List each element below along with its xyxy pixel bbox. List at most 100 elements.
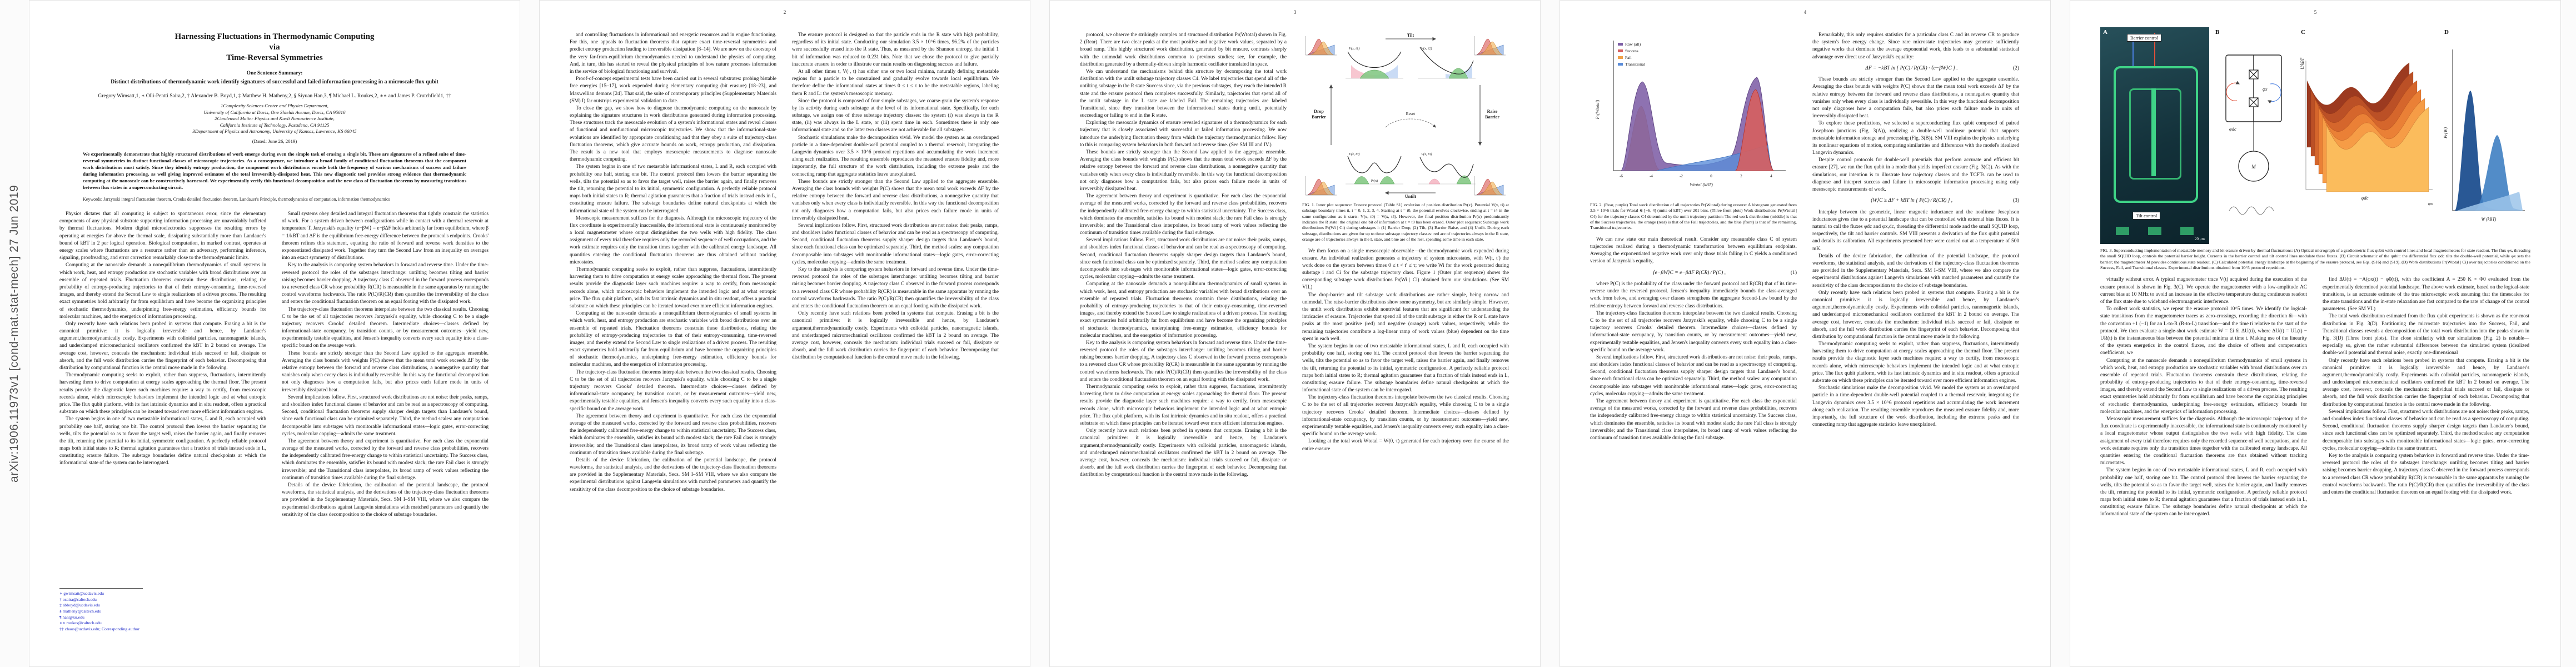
body-paragraph: Since the protocol is composed of four s… <box>792 98 999 133</box>
body-paragraph: The agreement between theory and experim… <box>570 413 776 456</box>
body-paragraph: Only recently have such relations been p… <box>1080 428 1287 478</box>
footnote-rule <box>59 588 143 589</box>
figure-2-work-distribution-plot: -6 -4 -2 0 2 4 Pr(Wtotal) Wtotal (kBT) <box>1595 41 1786 187</box>
pr-x-label: Pr(x) <box>1371 179 1378 183</box>
body-text-block: protocol, we observe the strikingly comp… <box>1080 32 1287 479</box>
x-axis-label: W (kBT) <box>2482 217 2497 222</box>
body-paragraph: Key to the analysis is comparing system … <box>282 262 489 305</box>
body-paragraph: Several implications follow. First, stru… <box>792 222 999 265</box>
body-paragraph: These bounds are strictly stronger than … <box>1812 77 2019 120</box>
body-paragraph: Looking at the total work Wtotal = W(0, … <box>1302 439 1509 452</box>
panel-letter-a: A <box>2103 29 2107 36</box>
footnote-email-link[interactable]: ∗∗ roukes@caltech.edu <box>59 620 102 626</box>
page5-column-right: find ΔU(t) = −A(φx(t) − φ0(t)), with the… <box>2323 276 2529 616</box>
magnetometer-label: M <box>2251 164 2256 170</box>
dated-line: (Dated: June 26, 2019) <box>252 138 297 144</box>
page-number: 3 <box>1293 9 1297 15</box>
body-paragraph: Despite control protocols for double-wel… <box>1812 157 2019 193</box>
success-distribution-curve <box>2475 135 2523 211</box>
bond-pad <box>2180 227 2194 235</box>
barrier-control-label: Barrier control <box>2127 34 2162 42</box>
potential-panel-barrier-raised: V(x, t3) <box>1418 152 1476 185</box>
svg-text:4: 4 <box>1770 174 1772 178</box>
fig3-panel-d-work-distributions: D Pr(W) W (kBT) <box>2442 27 2529 244</box>
drop-label-2: Barrier <box>1312 115 1326 120</box>
u-axis-label: U/kBT <box>2300 58 2305 69</box>
svg-text:2: 2 <box>1740 174 1742 178</box>
body-paragraph: Interplay between the geometric, linear … <box>1812 209 2019 252</box>
body-text-block: find ΔU(t) = −A(φx(t) − φ0(t)), with the… <box>2323 276 2529 496</box>
body-paragraph: 2Condensed Matter Physics and Kavli Nano… <box>215 116 335 122</box>
footnote-block: ∗ gwimsatt@ucdavis.edu† osaira@caltech.e… <box>59 584 266 632</box>
body-paragraph: The trajectory-class fluctuation theorem… <box>570 369 776 412</box>
readout-trace-squiggle <box>2229 206 2274 215</box>
body-paragraph: The system begins in one of two metastab… <box>59 416 266 466</box>
body-paragraph: Thermodynamic computing seeks to exploit… <box>59 372 266 415</box>
footnote-email-link[interactable]: ¶ han@ku.edu <box>59 614 84 620</box>
body-paragraph: virtually without error. A typical magne… <box>2100 277 2307 305</box>
body-text-block: These bounds are strictly stronger than … <box>1812 76 2019 193</box>
reset-arrow <box>1385 118 1436 128</box>
equation-2: ΔF = −kBT ln [ P(C) ⁄ R(CR) · ⟨e−βW⟩C ] … <box>1812 65 2019 72</box>
body-paragraph: Key to the analysis is comparing system … <box>792 267 999 309</box>
footnote-email-link[interactable]: ‡ abboyd@ucdavis.edu <box>59 603 101 608</box>
figure-1-caption: FIG. 1. Inner plot sequence: Erasure pro… <box>1302 202 1509 242</box>
figure-3-caption: FIG. 3. Superconducting implementation o… <box>2100 248 2530 271</box>
page4-column-right: Remarkably, this only requires statistic… <box>1812 32 2019 639</box>
body-paragraph: The total work distribution estimated fr… <box>2323 313 2529 356</box>
abstract: We experimentally demonstrate that highl… <box>83 151 466 190</box>
body-paragraph: Stochastic simulations make the decompos… <box>1812 385 2019 428</box>
phi-dc-label: φdc <box>2229 126 2236 132</box>
body-paragraph: These bounds are strictly stronger than … <box>792 178 999 221</box>
affiliations: 1Complexity Sciences Center and Physics … <box>59 103 490 135</box>
body-paragraph: University of California at Davis, One S… <box>203 109 346 115</box>
svg-text:-4: -4 <box>1650 174 1653 178</box>
body-paragraph: Remarkably, this only requires statistic… <box>1812 32 2019 60</box>
potential-panel-tilted: V(x, t2) <box>1418 47 1476 79</box>
equation-2-body: ΔF = −kBT ln [ P(C) ⁄ R(CR) · ⟨e−βW⟩C ] … <box>1865 65 1958 71</box>
body-paragraph: Details of the device fabrication, the c… <box>282 482 489 517</box>
potential-panel-barrier-dropped: V(x, t1) <box>1346 47 1403 79</box>
work-dist-substage-3 <box>1474 176 1506 196</box>
page-strip: Harnessing Fluctuations in Thermodynamic… <box>29 0 2561 667</box>
body-paragraph: The trajectory-class fluctuation theorem… <box>1590 310 1797 353</box>
body-paragraph: The system begins in one of two metastab… <box>1302 343 1509 394</box>
page1-column-left: Physics dictates that all computing is s… <box>59 211 266 632</box>
reset-label: Reset <box>1406 111 1416 116</box>
work-dist-substage-1 <box>1305 36 1337 56</box>
svg-text:Success: Success <box>1625 48 1638 53</box>
body-paragraph: Details of the device fabrication, the c… <box>1812 253 2019 288</box>
panel-label-v3: V(x, t3) <box>1421 152 1432 156</box>
equation-2-number: (2) <box>2012 65 2019 71</box>
svg-text:Raw (all): Raw (all) <box>1625 42 1641 47</box>
footnote-email-link[interactable]: † osaira@caltech.edu <box>59 596 97 602</box>
page3-column-left: protocol, we observe the strikingly comp… <box>1080 32 1287 639</box>
body-paragraph: Only recently have such relations been p… <box>2323 357 2529 407</box>
x-tick-labels: -6 -4 -2 0 2 4 <box>1620 174 1772 178</box>
fig3-panel-c-potential-surface: C U/kBT φdc φx <box>2298 27 2438 244</box>
svg-text:0: 0 <box>1710 174 1712 178</box>
body-text-block: Physics dictates that all computing is s… <box>59 211 266 467</box>
tilt-control-label: Tilt control <box>2132 211 2161 220</box>
body-paragraph: find ΔU(t) = −A(φx(t) − φ0(t)), with the… <box>2323 277 2529 312</box>
equation-3: ⟨W⟩C ≥ ΔF + kBT ln [ P(C) ⁄ R(CR) ] , (3… <box>1812 197 2019 205</box>
success-distribution-curve <box>1735 89 1775 171</box>
untilt-label: Untilt <box>1405 194 1416 198</box>
fig3-panel-b-circuit-schematic: B <box>2213 27 2295 244</box>
body-paragraph: Details of the device fabrication, the c… <box>570 457 776 492</box>
body-paragraph: To explore these predictions, we selecte… <box>1812 121 2019 156</box>
paper-title-line1: Harnessing Fluctuations in Thermodynamic… <box>175 32 375 41</box>
potential-panel-initial: V(x, t0) Pr(x) <box>1346 152 1403 185</box>
bond-pad <box>2116 227 2129 235</box>
body-paragraph: The trajectory-class fluctuation theorem… <box>282 306 489 349</box>
panel-label-v0: V(x, t0) <box>1349 152 1360 156</box>
footnote-email-link[interactable]: †† chaos@ucdavis.edu; Corresponding auth… <box>59 626 140 631</box>
body-paragraph: Mesoscopic measurement suffices for the … <box>570 215 776 265</box>
equation-1-number: (1) <box>1790 270 1797 276</box>
body-paragraph: Computing at the nanoscale demands a non… <box>59 262 266 320</box>
footnote-email-link[interactable]: ∗ gwimsatt@ucdavis.edu <box>59 591 104 596</box>
body-paragraph: These bounds are strictly stronger than … <box>282 350 489 393</box>
footnote-email-link[interactable]: § matheny@caltech.edu <box>59 609 102 614</box>
work-dist-substage-2 <box>1474 36 1506 56</box>
body-paragraph: and controlling fluctuations in informat… <box>570 32 776 74</box>
